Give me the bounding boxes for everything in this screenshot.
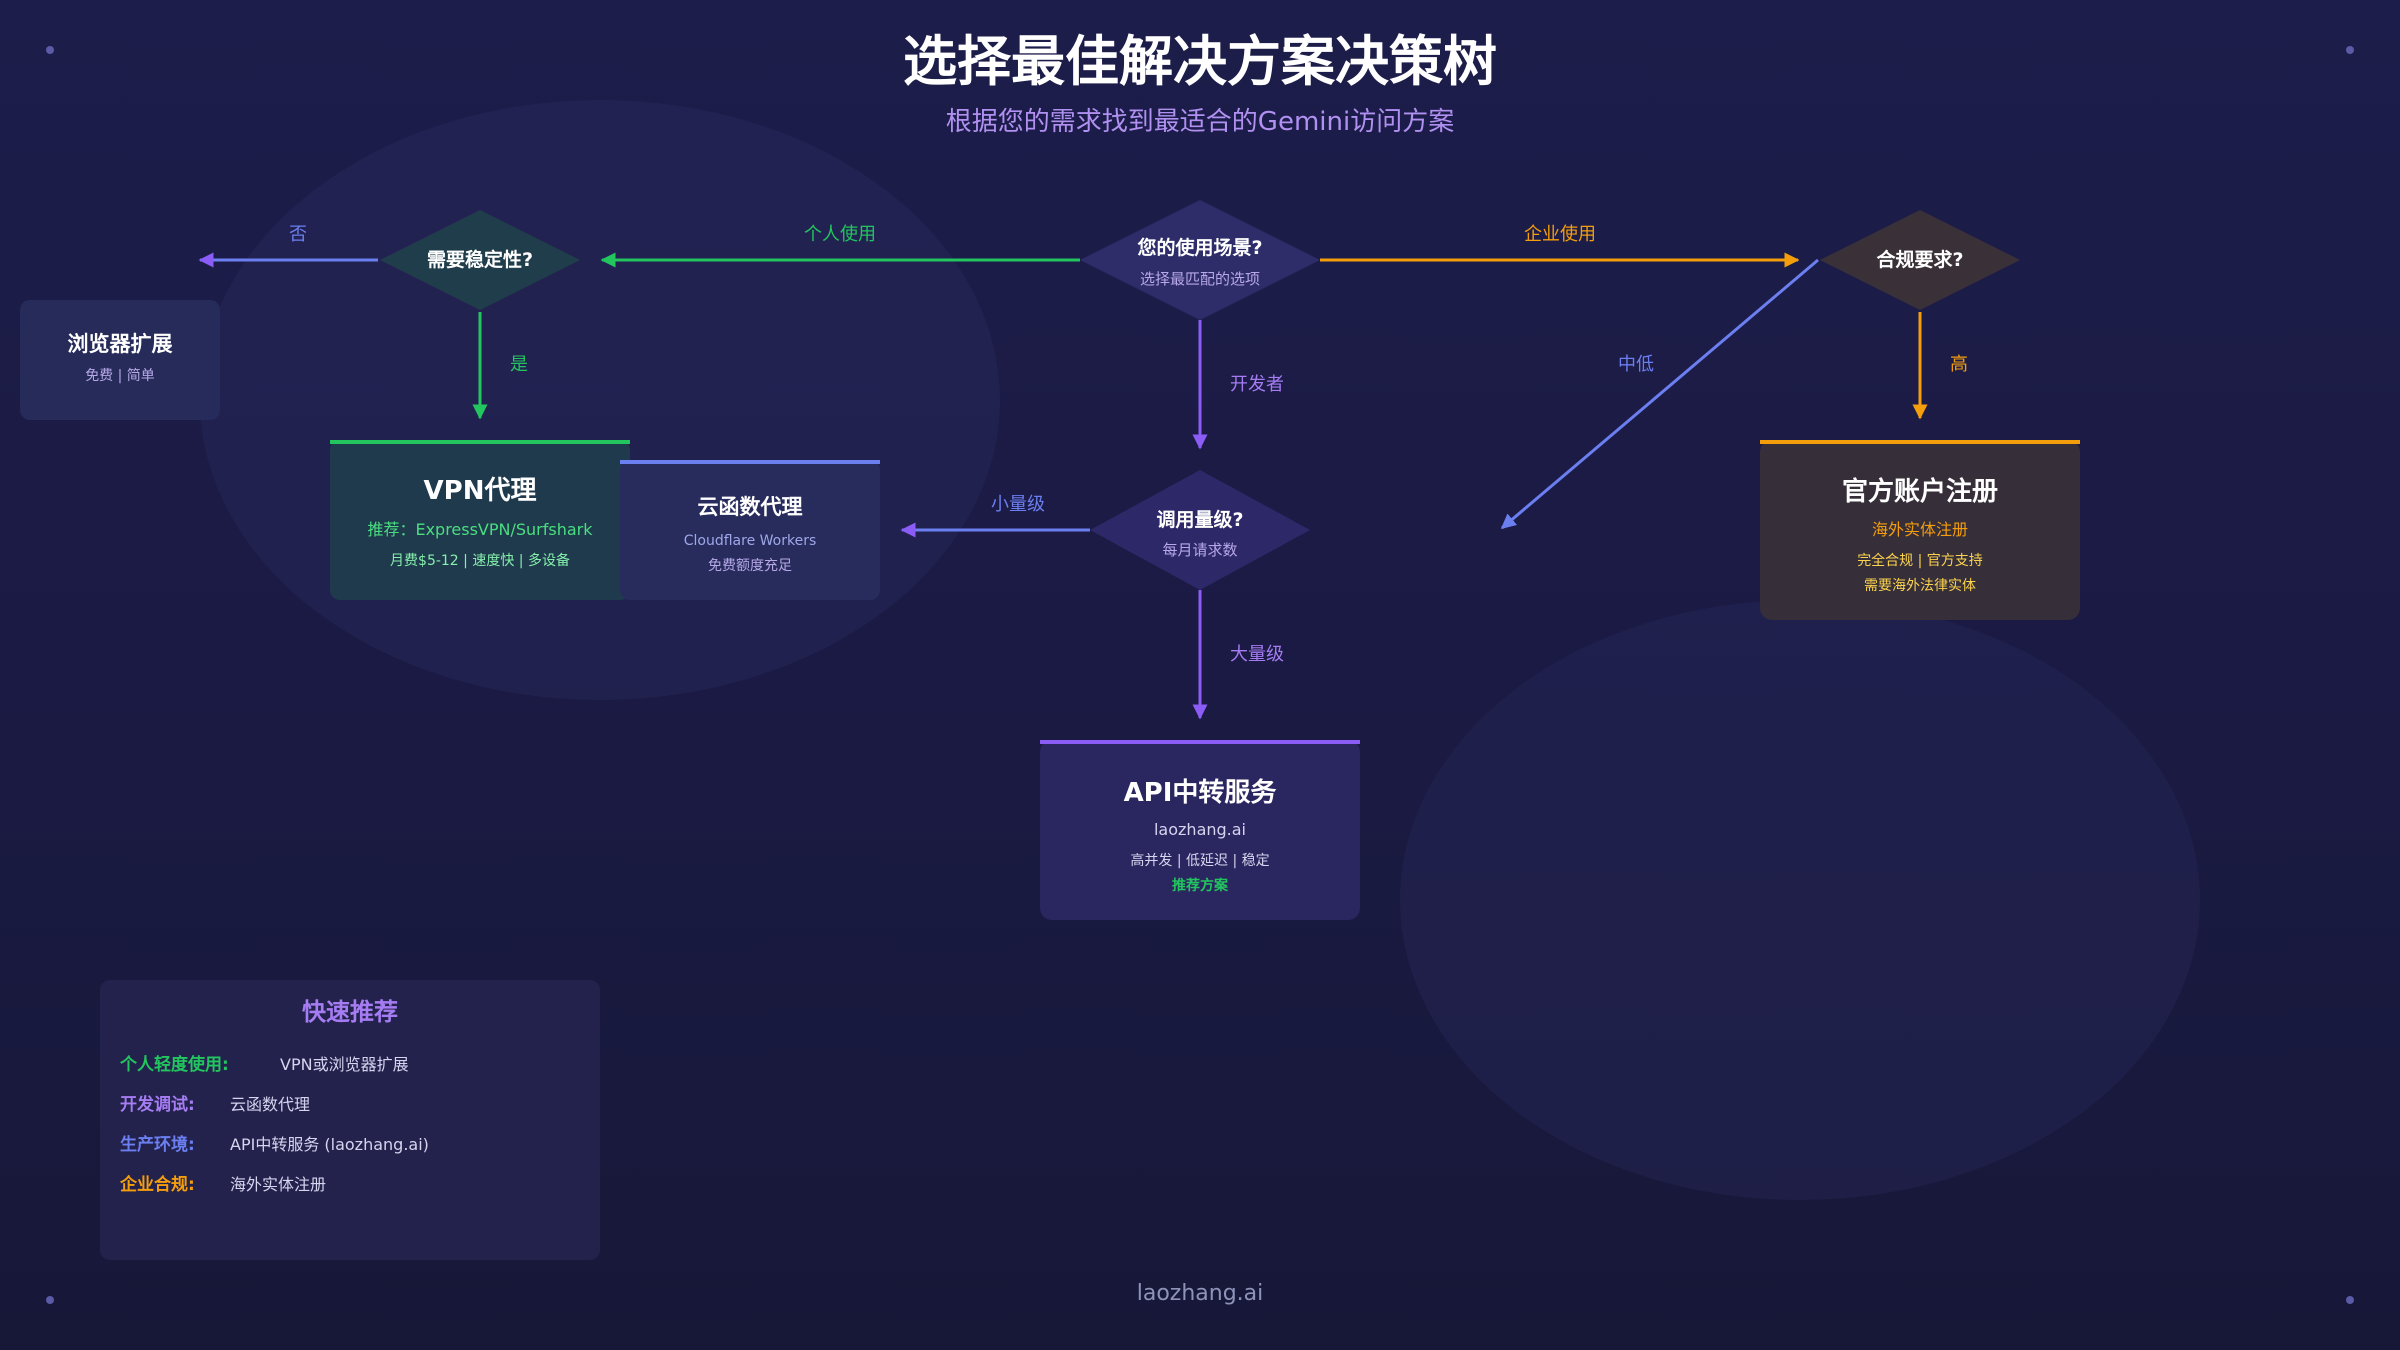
- quick-item-value: VPN或浏览器扩展: [280, 1055, 409, 1074]
- api-tag: 推荐方案: [1172, 877, 1229, 894]
- edge-label-personal: 个人使用: [804, 224, 876, 245]
- official-desc: 海外实体注册: [1872, 520, 1968, 539]
- corner-dot: [46, 1296, 54, 1304]
- edge-label-large: 大量级: [1230, 644, 1284, 665]
- decision-usage-title: 您的使用场景?: [1137, 236, 1262, 259]
- edge-label-enterprise: 企业使用: [1524, 224, 1596, 245]
- corner-dot: [46, 46, 54, 54]
- api-desc: laozhang.ai: [1154, 820, 1246, 839]
- official-detail-2: 需要海外法律实体: [1864, 578, 1976, 594]
- cloud-title: 云函数代理: [698, 495, 803, 519]
- bg-blob-left: [200, 100, 1000, 700]
- solution-cloud-function: 云函数代理 Cloudflare Workers 免费额度充足: [620, 460, 880, 600]
- quick-item-label: 企业合规:: [119, 1174, 195, 1195]
- decision-stability-title: 需要稳定性?: [427, 248, 533, 271]
- official-detail-1: 完全合规 | 官方支持: [1857, 552, 1983, 569]
- quick-item-value: 云函数代理: [230, 1095, 310, 1114]
- quick-item-label: 生产环境:: [120, 1134, 195, 1155]
- quick-item-value: API中转服务 (laozhang.ai): [230, 1135, 429, 1154]
- api-title: API中转服务: [1124, 778, 1277, 808]
- solution-api-relay: API中转服务 laozhang.ai 高并发 | 低延迟 | 稳定 推荐方案: [1040, 740, 1360, 920]
- decision-volume-title: 调用量级?: [1156, 508, 1243, 531]
- official-title: 官方账户注册: [1842, 476, 1998, 507]
- cloud-desc: Cloudflare Workers: [684, 533, 817, 549]
- cloud-detail: 免费额度充足: [708, 558, 792, 574]
- quick-item-label: 个人轻度使用:: [119, 1054, 229, 1075]
- decision-usage-subtitle: 选择最匹配的选项: [1140, 270, 1260, 288]
- decision-stability: 需要稳定性?: [380, 210, 580, 310]
- api-detail: 高并发 | 低延迟 | 稳定: [1130, 852, 1269, 869]
- vpn-title: VPN代理: [424, 476, 537, 506]
- quick-recommend-panel: 快速推荐 个人轻度使用: VPN或浏览器扩展 开发调试: 云函数代理 生产环境:…: [100, 980, 600, 1260]
- footer-brand: laozhang.ai: [1137, 1281, 1264, 1306]
- solution-vpn: VPN代理 推荐：ExpressVPN/Surfshark 月费$5-12 | …: [330, 440, 630, 600]
- quick-item-value: 海外实体注册: [230, 1175, 326, 1194]
- decision-usage: 您的使用场景? 选择最匹配的选项: [1080, 200, 1320, 320]
- decision-compliance: 合规要求?: [1820, 210, 2020, 310]
- solution-browser-extension: 浏览器扩展 免费 | 简单: [20, 300, 220, 420]
- edge-label-no: 否: [289, 224, 307, 245]
- decision-volume: 调用量级? 每月请求数: [1090, 470, 1310, 590]
- edge-mid-low: [1500, 258, 1819, 530]
- corner-dot: [2346, 1296, 2354, 1304]
- bg-blob-right: [1400, 600, 2200, 1200]
- quick-title: 快速推荐: [302, 998, 398, 1026]
- edge-label-small: 小量级: [991, 494, 1045, 515]
- edge-label-high: 高: [1950, 354, 1968, 375]
- page-subtitle: 根据您的需求找到最适合的Gemini访问方案: [946, 107, 1454, 137]
- solution-official-account: 官方账户注册 海外实体注册 完全合规 | 官方支持 需要海外法律实体: [1760, 440, 2080, 620]
- decision-compliance-title: 合规要求?: [1876, 248, 1963, 271]
- vpn-desc: 推荐：ExpressVPN/Surfshark: [367, 520, 593, 539]
- edge-label-yes: 是: [510, 354, 528, 375]
- vpn-detail: 月费$5-12 | 速度快 | 多设备: [390, 552, 570, 569]
- edge-label-developer: 开发者: [1230, 374, 1284, 395]
- browser-title: 浏览器扩展: [68, 332, 173, 356]
- corner-dot: [2346, 46, 2354, 54]
- browser-desc: 免费 | 简单: [85, 367, 155, 384]
- edge-label-mid-low: 中低: [1618, 354, 1654, 375]
- page-title: 选择最佳解决方案决策树: [903, 30, 1497, 93]
- decision-volume-subtitle: 每月请求数: [1162, 541, 1237, 559]
- quick-item-label: 开发调试:: [120, 1094, 195, 1115]
